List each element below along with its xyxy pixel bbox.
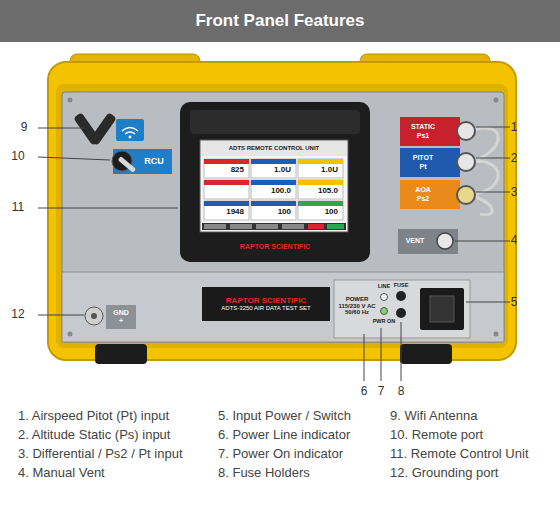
key-item: 8. Fuse Holders	[218, 465, 310, 481]
static-port-panel: STATIC Ps1	[400, 117, 446, 146]
callout-number: 3	[511, 185, 518, 199]
callout-number: 2	[511, 151, 518, 165]
screen-header: ADTS REMOTE CONTROL UNIT	[203, 142, 345, 155]
key-item: 9. Wifi Antenna	[390, 408, 477, 424]
key-item: 4. Manual Vent	[18, 465, 105, 481]
key-item: 6. Power Line indicator	[218, 427, 350, 443]
node-text: POWER 115/230 V AC 50/60 Hz	[338, 296, 376, 317]
node-text: ADTS REMOTE CONTROL UNIT	[229, 145, 320, 152]
node-text: STATIC Ps1	[411, 123, 435, 139]
callout-number: 10	[11, 149, 24, 163]
panel-label: PWR ON	[373, 318, 396, 325]
screen-value: 1.0U	[251, 165, 291, 175]
node-text: RCU	[144, 156, 164, 166]
callout-number: 7	[378, 384, 385, 398]
key-item: 1. Airspeed Pitot (Pt) input	[18, 408, 169, 424]
key-item: 7. Power On indicator	[218, 446, 343, 462]
callout-number: 11	[12, 200, 24, 214]
node-text: AOA Ps2	[415, 186, 430, 202]
callout-number: 8	[398, 384, 405, 398]
node-text: PITOT Pt	[413, 154, 433, 170]
callout-number: 4	[511, 233, 518, 247]
callout-number: 12	[11, 307, 24, 321]
node-text: ADTS-3250 AIR DATA TEST SET	[221, 305, 310, 312]
key-item: 5. Input Power / Switch	[218, 408, 351, 424]
screen-value: 1.0U	[298, 165, 338, 175]
callout-number: 6	[361, 384, 368, 398]
node-text: GND +	[113, 309, 129, 325]
key-item: 12. Grounding port	[390, 465, 498, 481]
screen-value: 100	[298, 207, 338, 217]
callout-number: 9	[21, 120, 28, 134]
panel-label: FUSE	[394, 282, 409, 289]
aoa-port-panel: AOA Ps2	[400, 180, 446, 209]
vent-panel: VENT	[398, 229, 432, 254]
power-label: POWER 115/230 V AC 50/60 Hz	[336, 291, 378, 321]
pitot-port-panel: PITOT Pt	[400, 148, 446, 177]
node-text: VENT	[406, 237, 425, 245]
key-item: 10. Remote port	[390, 427, 483, 443]
title: Front Panel Features	[0, 0, 560, 42]
key-item: 2. Altitude Static (Ps) input	[18, 427, 170, 443]
callout-number: 5	[511, 295, 518, 309]
screen-value: 105.0	[298, 186, 338, 196]
screen-value: 100.0	[251, 186, 291, 196]
screen-value: 100	[251, 207, 291, 217]
key-item: 11. Remote Control Unit	[390, 446, 529, 462]
node-text: RAPTOR SCIENTIFIC	[226, 296, 306, 305]
screen-value: 1948	[204, 207, 244, 217]
key-item: 3. Differential / Ps2 / Pt input	[18, 446, 183, 462]
screen-value: 825	[204, 165, 244, 175]
callout-number: 1	[511, 120, 518, 134]
remote-port-panel: RCU	[136, 149, 172, 174]
name-plate: RAPTOR SCIENTIFICADTS-3250 AIR DATA TEST…	[202, 287, 330, 321]
panel-label: RAPTOR SCIENTIFIC	[240, 243, 310, 251]
ground-panel: GND +	[106, 305, 136, 329]
panel-label: LINE	[378, 283, 391, 290]
